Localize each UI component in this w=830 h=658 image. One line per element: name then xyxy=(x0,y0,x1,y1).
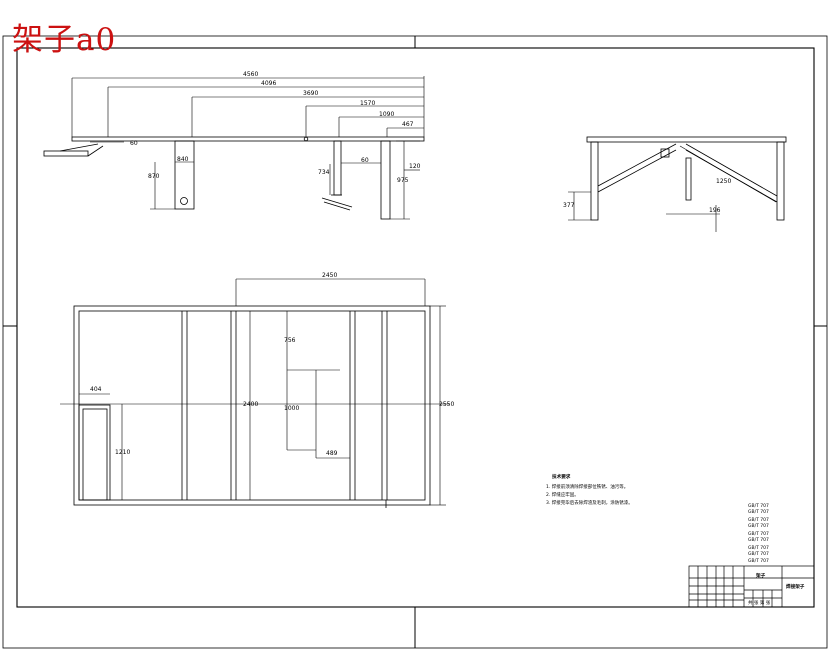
dim-panel-height: 1210 xyxy=(115,449,130,456)
dim-length-3: 3690 xyxy=(303,90,318,97)
dim-panel-width: 404 xyxy=(90,386,102,393)
standards-list: GB/T 707 GB/T 707 GB/T 707 GB/T 707 GB/T… xyxy=(748,503,769,564)
standard-item: GB/T 707 xyxy=(748,537,769,543)
dim-leg-brace: 377 xyxy=(563,202,575,209)
dim-inner-depth: 1000 xyxy=(284,405,299,412)
dim-overall-depth: 2550 xyxy=(439,401,454,408)
dim-plan-width: 2450 xyxy=(322,272,337,279)
standard-item: GB/T 707 xyxy=(748,517,769,523)
standard-item: GB/T 707 xyxy=(748,558,769,564)
dim-length-2: 4096 xyxy=(261,80,276,87)
standard-item: GB/T 707 xyxy=(748,523,769,529)
standard-item: GB/T 707 xyxy=(748,503,769,509)
dim-plan-depth: 2400 xyxy=(243,401,258,408)
dim-bracket: 60 xyxy=(130,140,138,147)
dim-length-4: 1570 xyxy=(360,100,375,107)
drawing-title: 架子a0 xyxy=(12,22,117,58)
title-block-main-label: 架子 xyxy=(755,572,766,579)
standard-item: GB/T 707 xyxy=(748,551,769,557)
tech-note-2: 2. 焊缝应牢固。 xyxy=(546,491,579,498)
standard-item: GB/T 707 xyxy=(748,545,769,551)
dim-top-offset: 756 xyxy=(284,337,296,344)
standard-item: GB/T 707 xyxy=(748,509,769,515)
side-view: 377 1250 196 xyxy=(563,136,787,232)
dim-foot: 120 xyxy=(409,163,421,170)
tech-notes-heading: 技术要求 xyxy=(552,473,571,480)
dim-leg-gap: 60 xyxy=(361,157,369,164)
dim-mid-leg: 734 xyxy=(318,169,330,176)
dim-length-6: 467 xyxy=(402,121,414,128)
front-view: 4560 4096 3690 1570 1090 467 60 840 870 … xyxy=(43,71,425,220)
standard-item: GB/T 707 xyxy=(748,531,769,537)
title-block-sheet-info: 共 张 第 张 xyxy=(748,599,771,606)
dim-length-5: 1090 xyxy=(379,111,394,118)
dim-overall-length: 4560 xyxy=(243,71,258,78)
dim-brace-offset: 196 xyxy=(709,207,721,214)
dim-post-height: 870 xyxy=(148,173,160,180)
plan-view: 2450 404 756 2400 1000 2550 1210 489 xyxy=(60,272,454,508)
dim-inner-offset: 489 xyxy=(326,450,338,457)
dim-post-width: 840 xyxy=(177,156,189,163)
title-block-drawing-name: 焊接架子 xyxy=(786,583,805,590)
technical-requirements: 技术要求 1. 焊接前须清除焊接部位铁锈、油污等。 2. 焊缝应牢固。 3. 焊… xyxy=(546,473,633,506)
tech-note-1: 1. 焊接前须清除焊接部位铁锈、油污等。 xyxy=(546,483,628,490)
sheet-border xyxy=(2,35,828,649)
title-block: 架子 焊接架子 共 张 第 张 xyxy=(688,565,815,608)
tech-note-3: 3. 焊接完毕后去除焊渣及毛刺，涂防锈漆。 xyxy=(546,499,633,506)
dim-leg-height: 975 xyxy=(397,177,409,184)
dim-diagonal-brace: 1250 xyxy=(716,178,731,185)
